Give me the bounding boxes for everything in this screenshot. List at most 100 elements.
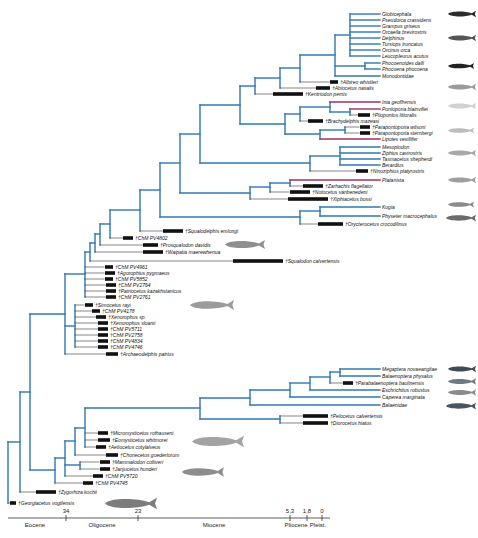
- fossil-range-bar: [343, 381, 353, 385]
- taxon-label: †ChM PV4961: [115, 264, 148, 270]
- tree-branch: [285, 133, 320, 134]
- fossil-range-bar: [316, 86, 330, 90]
- tree-branch: [350, 108, 380, 109]
- taxon-label: †ChM PV4178: [102, 308, 135, 314]
- taxon-label: †ChM PV5711: [110, 326, 142, 332]
- taxon-label: †Parapontoporia sternbergi: [372, 130, 433, 136]
- tree-branch: [340, 368, 380, 369]
- whale-silhouette: [448, 177, 476, 183]
- taxon-label: †Zarhachis flagellator: [325, 183, 373, 189]
- fossil-range-bar: [105, 277, 113, 281]
- taxon-label: Megaptera novaeangliae: [382, 366, 437, 372]
- taxon-label: †Pliopontos littoralis: [372, 112, 416, 118]
- tree-branch: [290, 396, 380, 397]
- taxon-label: †Micromysticetus rothauseni: [110, 430, 173, 436]
- taxon-label: Leucopleurus acutus: [382, 53, 428, 59]
- axis-tick: [290, 515, 291, 521]
- tree-branch: [95, 233, 100, 234]
- tree-branch: [100, 223, 110, 224]
- tree-branch: [320, 129, 345, 130]
- taxon-label: †Pelocetus calvertensis: [330, 413, 383, 419]
- taxon-label: †ChM PV4745: [95, 480, 128, 486]
- tree-branch: [200, 104, 240, 105]
- taxon-label: †Ninoziphius platyrostris: [370, 168, 424, 174]
- taxon-label: Tursiops truncatus: [382, 41, 423, 47]
- taxon-label: †Eomysticetus whitmorei: [112, 437, 167, 443]
- taxon-label: Phocoena phocoena: [382, 66, 428, 72]
- whale-silhouette: [446, 403, 476, 410]
- fossil-branch: [85, 267, 105, 268]
- tree-branch: [300, 210, 320, 211]
- age-number: 1,8: [303, 508, 311, 515]
- taxon-label: †Georgiacetus vogtlensis: [18, 500, 74, 506]
- tree-branch: [350, 25, 380, 26]
- fossil-branch: [85, 297, 106, 298]
- tree-branch: [350, 37, 380, 38]
- fossil-branch: [75, 347, 98, 348]
- tree-branch: [300, 106, 330, 107]
- whale-silhouette: [448, 11, 476, 17]
- axis-tick: [307, 515, 308, 521]
- fossil-range-bar: [83, 481, 93, 485]
- whale-silhouette: [182, 467, 224, 476]
- fossil-branch: [280, 416, 303, 417]
- taxon-label: †Orycterocetus crocodilinus: [345, 221, 407, 227]
- tree-branch: [335, 65, 365, 66]
- taxon-label: †Prosqualodon davidis: [160, 242, 211, 248]
- fossil-branch: [85, 291, 106, 292]
- tree-branch: [7, 442, 8, 503]
- taxon-label: †Chonecetus goedertorum: [120, 452, 179, 458]
- fossil-range-bar: [290, 190, 310, 194]
- taxon-label: †Kentriodon pernix: [305, 91, 347, 97]
- taxon-label: Ziphius cavirostris: [382, 150, 422, 156]
- taxon-label: Globicephala: [382, 11, 411, 17]
- axis-tick: [66, 515, 67, 521]
- fossil-branch: [85, 447, 96, 448]
- taxon-label: †ChM PV4802: [135, 235, 168, 241]
- tree-branch: [240, 85, 255, 86]
- fossil-branch: [300, 82, 330, 83]
- taxon-label: †Patriocetus kazakhstanicus: [118, 288, 181, 294]
- taxon-label: Kogia: [382, 204, 395, 210]
- taxon-label: †ChM PV2761: [118, 294, 151, 300]
- fossil-range-bar: [358, 113, 370, 117]
- fossil-range-bar: [233, 259, 283, 263]
- taxon-label: †Simocetus rayi: [95, 302, 131, 308]
- fossil-branch: [75, 341, 98, 342]
- tree-branch: [349, 109, 350, 115]
- fossil-branch: [100, 245, 143, 246]
- taxon-label: Tasmacetus shepherdi: [382, 156, 432, 162]
- fossil-branch: [75, 329, 98, 330]
- fossil-range-bar: [106, 352, 118, 356]
- taxon-label: †Xenorophus sloanii: [110, 320, 155, 326]
- tree-branch: [320, 215, 380, 216]
- taxon-label: †Janjucetus hunderi: [112, 466, 157, 472]
- fossil-range-bar: [96, 315, 106, 319]
- tree-branch: [110, 209, 140, 210]
- taxon-label: †Parapontoporia wilsoni: [372, 124, 425, 130]
- tree-branch: [65, 273, 85, 274]
- taxon-label: †Notocetus vanbenedeni: [312, 189, 367, 195]
- fossil-branch: [75, 455, 106, 456]
- tree-branch: [290, 179, 380, 180]
- fossil-range-bar: [98, 333, 108, 337]
- tree-branch: [250, 404, 380, 405]
- tree-branch: [350, 43, 380, 44]
- whale-silhouette: [105, 498, 157, 510]
- tree-branch: [330, 101, 380, 102]
- fossil-branch: [350, 115, 358, 116]
- tree-branch: [180, 133, 200, 134]
- tree-branch: [200, 162, 310, 163]
- age-number: 34: [63, 508, 70, 515]
- tree-branch: [320, 206, 380, 207]
- fossil-branch: [140, 231, 163, 232]
- whale-silhouette: [448, 128, 474, 134]
- fossil-range-bar: [123, 236, 133, 240]
- fossil-branch: [300, 121, 308, 122]
- fossil-branch: [75, 317, 96, 318]
- fossil-range-bar: [92, 309, 100, 313]
- epoch-name: Eocene: [25, 522, 45, 529]
- taxon-label: †ChM PV2764: [118, 282, 151, 288]
- fossil-range-bar: [106, 289, 116, 293]
- tree-branch: [85, 251, 90, 252]
